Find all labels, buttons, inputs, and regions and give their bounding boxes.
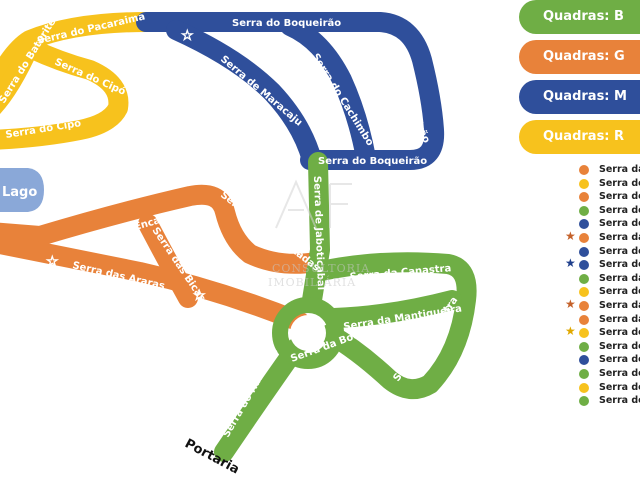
road-ramalho[interactable] [214, 338, 306, 462]
lake-label: Lago [2, 185, 37, 200]
street-legend-label: Serra do [599, 286, 640, 298]
blue-roads [136, 12, 445, 170]
color-dot-icon [579, 382, 589, 393]
street-legend-item: ★ Serra da [565, 296, 640, 313]
street-legend-label: Serra de [599, 340, 640, 352]
street-legend-item: Serra de [565, 353, 640, 367]
street-legend-item: Serra de [565, 367, 640, 381]
star-icon: ★ [565, 296, 576, 311]
street-legend-item: Serra de [565, 340, 640, 354]
street-legend-label: Serra da [599, 299, 640, 311]
watermark-line-2: IMOBILIÁRIA [268, 275, 356, 289]
street-legend-label: Serra do [599, 218, 640, 230]
road-bicas[interactable] [138, 214, 198, 308]
star-icon: ☆ [46, 254, 59, 270]
quadra-pill-m: Quadras: M [519, 80, 640, 114]
star-icon: ★ [565, 228, 576, 243]
road-cachimbo[interactable] [280, 16, 376, 168]
street-legend-list: Serra daSerra doSerra doSerra doSerra do… [565, 163, 640, 408]
street-legend-label: Serra do [599, 327, 640, 339]
street-legend-item: Serra do [565, 245, 640, 259]
road-maracaju[interactable] [166, 20, 322, 170]
road-canastra-loop[interactable] [306, 252, 477, 400]
road-araras[interactable] [0, 233, 310, 332]
street-legend-item: Serra do [565, 177, 640, 191]
street-legend-label: Serra do [599, 245, 640, 257]
street-legend-label: Serra da [599, 231, 640, 243]
watermark: CONSULTORIA IMOBILIÁRIA [268, 179, 370, 289]
street-legend-item: Serra do [565, 285, 640, 299]
street-legend-label: Serra do [599, 177, 640, 189]
street-legend-item: ★ Serra do [565, 256, 640, 272]
watermark-line-1: CONSULTORIA [272, 262, 370, 275]
star-icon: ★ [565, 256, 576, 271]
street-legend-item: Serra de [565, 381, 640, 395]
watermark-logo [275, 179, 352, 229]
road-cipo-loop[interactable] [0, 38, 129, 150]
street-legend-item: Serra da [565, 163, 640, 177]
street-legend-label: Serra de [599, 354, 640, 366]
color-dot-icon [579, 178, 589, 189]
color-dot-icon [579, 192, 589, 203]
street-legend-label: Serra de [599, 367, 640, 379]
color-dot-icon [579, 341, 589, 352]
street-legend-label: Serra da [599, 313, 640, 325]
quadra-pill-r: Quadras: R [519, 120, 640, 154]
color-dot-icon [579, 396, 589, 407]
street-legend-item: ★ Serra do [565, 324, 640, 340]
street-legend-label: Serra da [599, 272, 640, 284]
street-legend-item: Serra do [565, 204, 640, 218]
color-dot-icon [579, 300, 589, 311]
road-encantadas[interactable] [0, 184, 326, 274]
color-dot-icon [579, 219, 589, 230]
street-legend-item: Serra do [565, 394, 640, 408]
color-dot-icon [579, 273, 589, 284]
map-stars: ☆ ☆ ☆ [46, 28, 206, 305]
color-dot-icon [579, 287, 589, 298]
color-dot-icon [579, 314, 589, 325]
street-legend-item: Serra do [565, 217, 640, 231]
color-dot-icon [579, 205, 589, 216]
street-legend-label: Serra da [599, 164, 640, 175]
road-boqueirao-top[interactable] [136, 12, 445, 170]
road-label-boqueirao-bottom: Serra do Boqueirão [318, 156, 427, 167]
street-legend-item: ★ Serra da [565, 228, 640, 245]
road-mantiqueira[interactable] [324, 290, 462, 328]
street-legend-label: Serra do [599, 191, 640, 203]
lake-shape [0, 168, 44, 212]
road-label-jaboticabal: Serra de Jaboticabal [311, 176, 326, 291]
street-legend-label: Serra do [599, 395, 640, 407]
street-legend-item: Serra da [565, 272, 640, 286]
yellow-roads [0, 12, 156, 150]
street-legend-label: Serra de [599, 381, 640, 393]
star-icon: ☆ [193, 288, 206, 304]
color-dot-icon [579, 355, 589, 366]
street-legend-label: Serra do [599, 204, 640, 216]
road-jaboticabal[interactable] [302, 152, 330, 310]
street-legend-item: Serra da [565, 313, 640, 327]
street-legend-item: Serra do [565, 190, 640, 204]
quadra-pill-b: Quadras: B [519, 0, 640, 34]
orange-roads [0, 184, 326, 332]
road-label-boqueirao-top: Serra do Boqueirão [232, 18, 341, 29]
color-dot-icon [579, 260, 589, 271]
color-dot-icon [579, 328, 589, 339]
road-label-maracaju: Serra de Maracaju [218, 54, 304, 129]
roundabout[interactable] [272, 297, 344, 369]
color-dot-icon [579, 368, 589, 379]
street-legend-label: Serra do [599, 259, 640, 271]
color-dot-icon [579, 246, 589, 257]
star-icon: ☆ [181, 28, 194, 44]
color-dot-icon [579, 165, 589, 175]
green-roads [214, 152, 477, 462]
color-dot-icon [579, 232, 589, 243]
quadra-pill-g: Quadras: G [519, 40, 640, 74]
roundabout-island [290, 315, 326, 351]
star-icon: ★ [565, 324, 576, 339]
